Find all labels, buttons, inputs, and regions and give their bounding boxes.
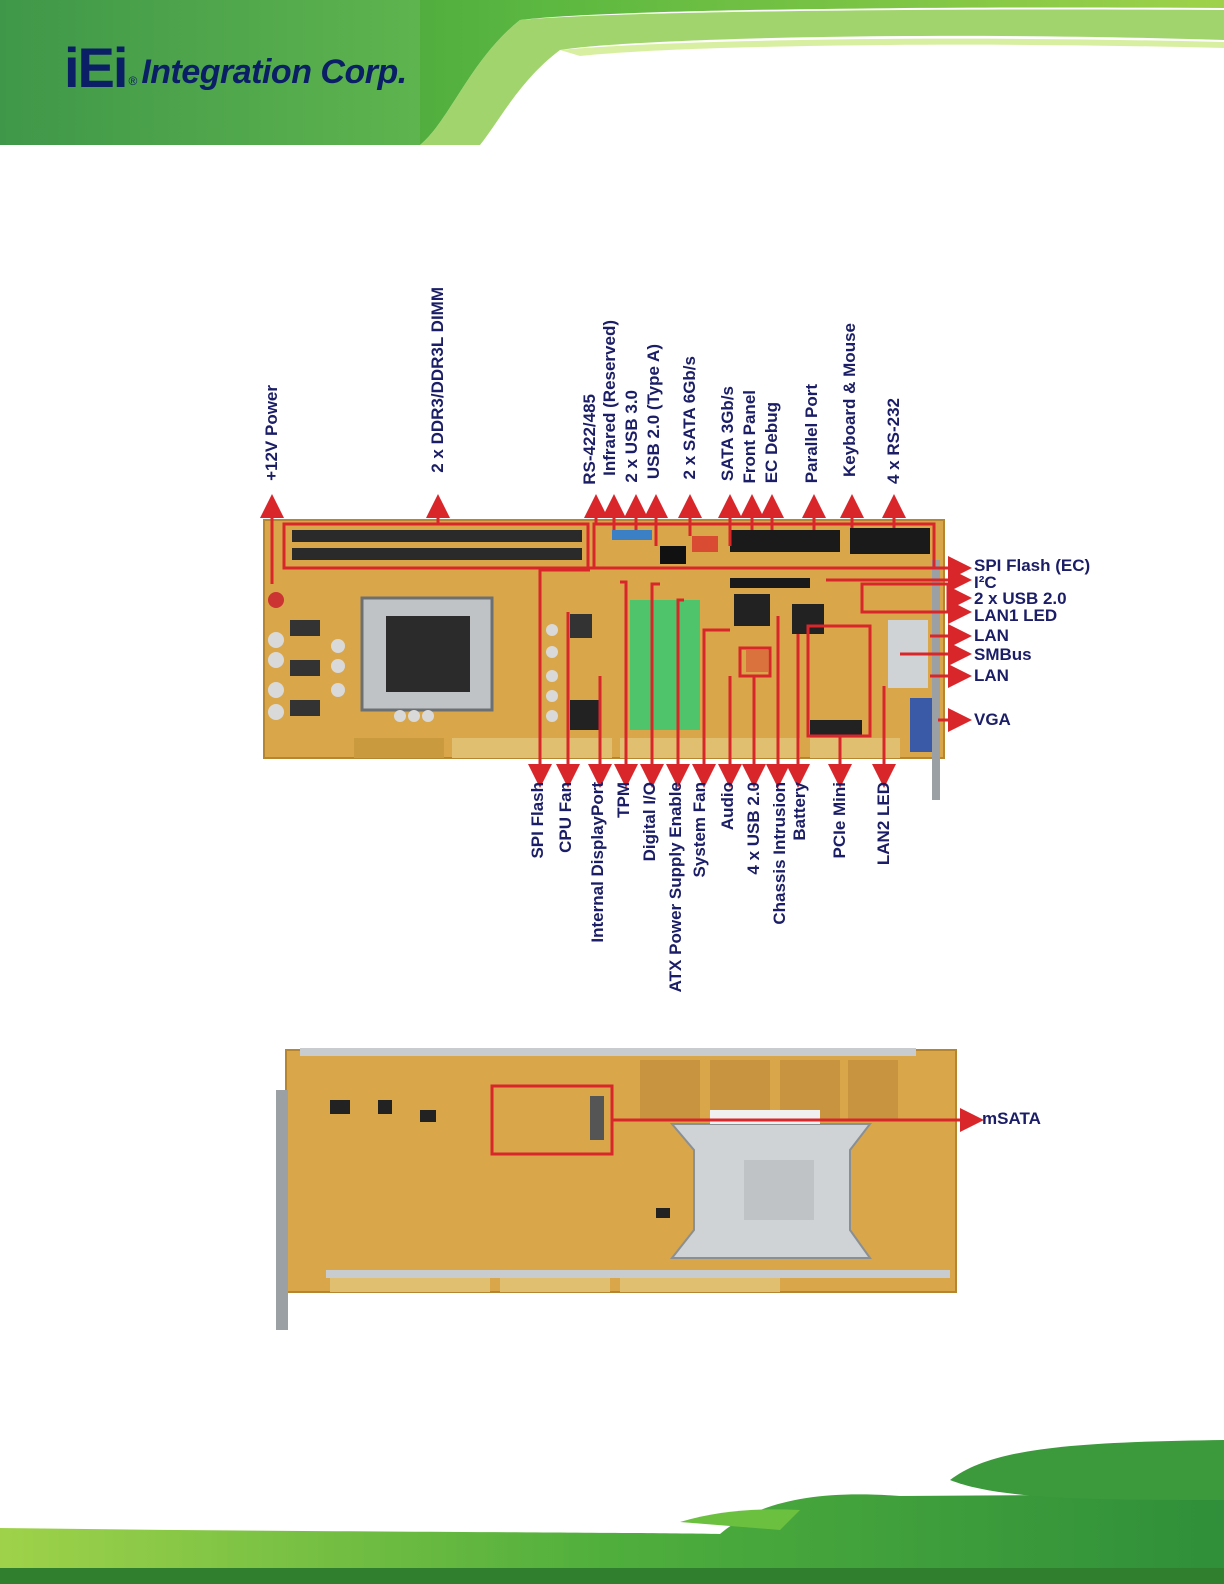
label-atx-power-enable: ATX Power Supply Enable xyxy=(666,782,685,993)
label-lan-2: LAN xyxy=(974,666,1009,685)
label-system-fan: System Fan xyxy=(690,782,709,878)
label-4x-rs232: 4 x RS-232 xyxy=(884,398,903,484)
logo-company-name: Integration Corp. xyxy=(141,53,407,91)
label-lan-1: LAN xyxy=(974,626,1009,645)
label-keyboard-mouse: Keyboard & Mouse xyxy=(840,323,859,477)
right-callout-lines xyxy=(586,556,972,732)
label-front-panel: Front Panel xyxy=(740,390,759,484)
label-rs422-485: RS-422/485 xyxy=(580,394,599,485)
company-logo: iEi ® Integration Corp. xyxy=(64,36,407,96)
label-sata-6gb: 2 x SATA 6Gb/s xyxy=(680,356,699,480)
label-internal-displayport: Internal DisplayPort xyxy=(588,782,607,943)
label-smbus: SMBus xyxy=(974,645,1032,664)
label-audio: Audio xyxy=(718,782,737,831)
label-chassis-intrusion: Chassis Intrusion xyxy=(770,782,789,925)
top-callout-lines xyxy=(260,494,906,584)
label-battery: Battery xyxy=(790,782,809,841)
label-msata: mSATA xyxy=(982,1109,1041,1128)
label-digital-io: Digital I/O xyxy=(640,782,659,862)
label-pcie-mini: PCIe Mini xyxy=(830,782,849,859)
bottom-highlight xyxy=(490,1084,984,1156)
label-infrared: Infrared (Reserved) xyxy=(600,320,619,476)
label-vga: VGA xyxy=(974,710,1011,729)
logo-registered-mark: ® xyxy=(128,74,138,88)
label-12v-power: +12V Power xyxy=(262,385,281,481)
label-tpm: TPM xyxy=(614,782,633,818)
label-spi-flash-ec: SPI Flash (EC) xyxy=(974,556,1091,575)
label-ec-debug: EC Debug xyxy=(762,402,781,484)
label-parallel-port: Parallel Port xyxy=(802,384,821,484)
label-usb30: 2 x USB 3.0 xyxy=(622,390,641,483)
label-lan1-led: LAN1 LED xyxy=(974,606,1058,625)
label-spi-flash: SPI Flash xyxy=(528,782,547,859)
label-4x-usb20: 4 x USB 2.0 xyxy=(744,782,763,875)
header-banner xyxy=(0,0,1224,145)
label-sata-3gb: SATA 3Gb/s xyxy=(718,386,737,482)
label-ddr3-dimm: 2 x DDR3/DDR3L DIMM xyxy=(428,287,447,473)
label-i2c: I²C xyxy=(974,573,997,592)
board-top-view xyxy=(263,519,945,800)
logo-mark: iEi xyxy=(64,36,128,99)
label-usb20-type-a: USB 2.0 (Type A) xyxy=(644,344,663,480)
label-cpu-fan: CPU Fan xyxy=(556,782,575,853)
label-2x-usb20: 2 x USB 2.0 xyxy=(974,589,1067,608)
bottom-callout-lines xyxy=(528,568,896,788)
label-lan2-led: LAN2 LED xyxy=(874,782,893,866)
footer-banner xyxy=(0,1440,1224,1584)
board-bottom-view xyxy=(276,1048,957,1330)
